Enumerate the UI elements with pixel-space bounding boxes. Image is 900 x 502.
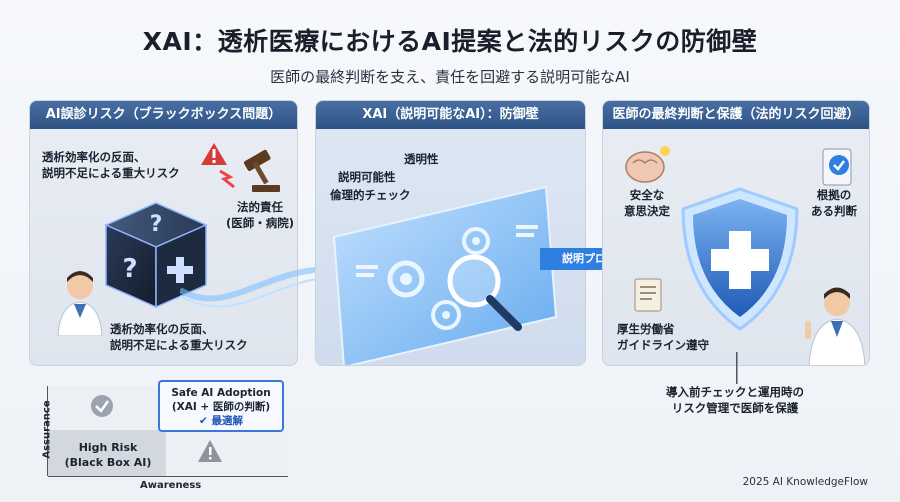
- label-ethics-check: 倫理的チェック: [330, 188, 411, 202]
- worried-doctor-icon: [57, 271, 103, 336]
- safe-decision-line2: 意思決定: [624, 204, 670, 218]
- page-subtitle: 医師の最終判断を支え、責任を回避する説明可能なAI: [270, 68, 630, 86]
- high-risk-line2: (Black Box AI): [64, 456, 152, 469]
- safe-adoption-box: Safe AI Adoption (XAI + 医師の判断) ✔ 最適解: [158, 380, 284, 432]
- xai-shield-wall: [332, 185, 558, 365]
- risk-text-bottom-line2: 説明不足による重大リスク: [110, 338, 248, 352]
- guideline-line2: ガイドライン遵守: [617, 338, 709, 352]
- legal-line1: 法的責任: [237, 200, 283, 214]
- legal-responsibility-label: 法的責任 (医師・病院): [222, 199, 297, 231]
- xai-panel-header: XAI（説明可能なAI）：防御壁: [316, 101, 585, 129]
- risk-text-top-line1: 透析効率化の反面、: [42, 150, 146, 164]
- risk-text-top: 透析効率化の反面、 説明不足による重大リスク: [42, 149, 180, 181]
- label-transparency: 透明性: [404, 152, 439, 166]
- black-box-cube-icon: ? ?: [104, 202, 208, 309]
- optimal-text: 最適解: [211, 415, 243, 427]
- page-title: XAI：透析医療におけるAI提案と法的リスクの防御壁: [142, 27, 758, 56]
- brain-icon: [625, 146, 670, 183]
- risk-text-bottom: 透析効率化の反面、 説明不足による重大リスク: [110, 321, 248, 353]
- connector-line: [736, 352, 738, 384]
- svg-text:?: ?: [150, 212, 163, 237]
- guideline-line1: 厚生労働省: [617, 322, 675, 336]
- safe-box-line2: (XAI + 医師の判断): [171, 401, 271, 413]
- risk-note-line2: リスク管理で医師を保護: [671, 401, 799, 415]
- optimal-check-icon: ✔: [199, 415, 212, 427]
- risk-management-note: 導入前チェックと運用時の リスク管理で医師を保護: [610, 384, 860, 416]
- matrix-x-label: Awareness: [140, 480, 202, 491]
- high-risk-line1: High Risk: [78, 441, 138, 454]
- risk-note-line1: 導入前チェックと運用時の: [666, 385, 804, 399]
- label-explainability: 説明可能性: [338, 170, 396, 184]
- protection-shield-icon: [681, 187, 799, 331]
- safe-box-line1: Safe AI Adoption: [171, 387, 271, 399]
- legal-line2: (医師・病院): [225, 216, 294, 230]
- protection-panel-header: 医師の最終判断と保護（法的リスク回避）: [603, 101, 869, 129]
- matrix-axes: [47, 386, 288, 477]
- basis-line1: 根拠の: [816, 188, 852, 202]
- confident-doctor-icon: [805, 287, 866, 365]
- document-check-icon: [822, 148, 852, 186]
- safe-decision-label: 安全な 意思決定: [615, 187, 679, 219]
- risk-text-top-line2: 説明不足による重大リスク: [42, 166, 180, 180]
- protection-panel: 医師の最終判断と保護（法的リスク回避） 安全な 意思決定 根拠の ある判断: [602, 100, 870, 366]
- basis-judgment-label: 根拠の ある判断: [799, 187, 869, 219]
- optimal-label: ✔ 最適解: [160, 414, 282, 428]
- xai-panel: XAI（説明可能なAI）：防御壁 透明性 説明可能性 倫理的チェック: [315, 100, 586, 366]
- risk-panel: AI誤診リスク（ブラックボックス問題） 透析効率化の反面、 説明不足による重大リ…: [29, 100, 298, 366]
- safe-decision-line1: 安全な: [629, 188, 665, 202]
- warning-gavel-icon: [201, 143, 280, 192]
- footer-credit: 2025 AI KnowledgeFlow: [742, 476, 868, 488]
- matrix-y-label: Assurance: [41, 400, 53, 459]
- guideline-document-icon: [634, 278, 662, 312]
- assurance-awareness-matrix: Assurance Awareness High Risk (Black Box…: [28, 378, 298, 493]
- guideline-label: 厚生労働省 ガイドライン遵守: [617, 321, 737, 353]
- svg-text:?: ?: [122, 254, 137, 284]
- risk-text-bottom-line1: 透析効率化の反面、: [110, 322, 214, 336]
- high-risk-cell: High Risk (Black Box AI): [54, 440, 162, 470]
- risk-panel-header: AI誤診リスク（ブラックボックス問題）: [30, 101, 297, 129]
- basis-line2: ある判断: [811, 204, 857, 218]
